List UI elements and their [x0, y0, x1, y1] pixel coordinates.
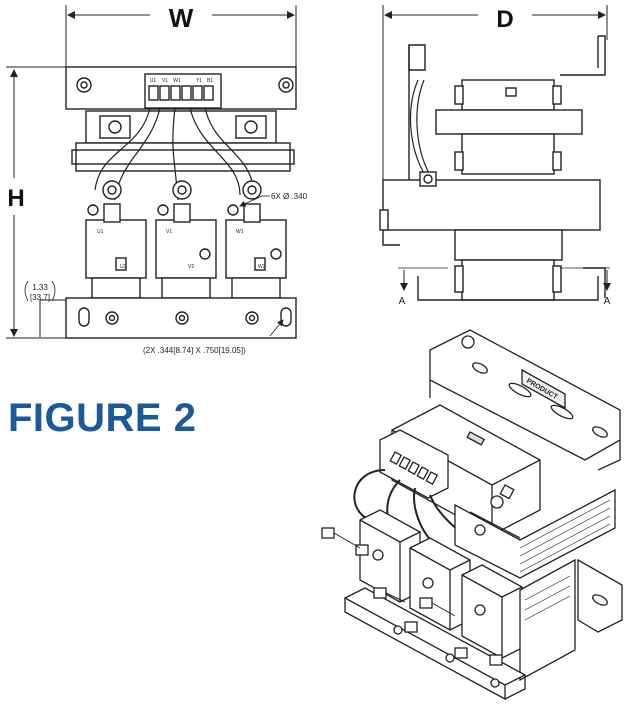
terminal-label-6: B1	[207, 78, 213, 84]
coil-right	[225, 180, 287, 299]
front-label-u2: U2	[120, 264, 127, 270]
section-label-left: A	[399, 296, 406, 307]
terminal-label-3: W1	[173, 78, 181, 84]
side-view: D A A	[379, 5, 611, 307]
base-slot-left	[78, 307, 90, 327]
front-label-w2: W2	[258, 264, 266, 270]
isometric-view: PRODUCT	[321, 329, 623, 701]
iso-coil-middle	[409, 537, 471, 631]
base-height-in: 1.33	[32, 283, 48, 292]
terminal-label-2: V1	[162, 78, 168, 84]
front-label-v2: V2	[188, 264, 194, 270]
product-plate	[521, 368, 566, 410]
base-height-mm: [33.7]	[30, 293, 50, 302]
iso-coil-right	[461, 564, 523, 659]
core-upper	[75, 142, 291, 172]
front-label-w1: W1	[236, 229, 244, 235]
front-label-v1: V1	[166, 229, 172, 235]
terminal-label-5: Y1	[196, 78, 202, 84]
height-label: H	[7, 185, 24, 212]
iso-terminal-lugs	[321, 527, 503, 666]
width-label: W	[169, 3, 194, 33]
hole-callout: 6X Ø .340	[271, 192, 308, 201]
front-label-u1: U1	[97, 229, 104, 235]
coil-left	[85, 180, 147, 299]
front-view: W H 1.33 [33.7] U1 V1 W1	[6, 3, 308, 355]
terminal-screws	[148, 85, 214, 101]
terminal-label-1: U1	[150, 78, 157, 84]
coil-middle	[155, 180, 217, 299]
side-core-lower	[382, 179, 601, 231]
depth-label: D	[496, 6, 513, 33]
iso-lower-core	[519, 558, 576, 682]
figure-title: FIGURE 2	[8, 396, 197, 440]
base-slot-right	[280, 307, 292, 327]
iso-core-band	[454, 488, 616, 579]
slot-callout: (2X .344[8.74] X .750[19.05])	[143, 346, 246, 355]
section-label-right: A	[604, 296, 611, 307]
